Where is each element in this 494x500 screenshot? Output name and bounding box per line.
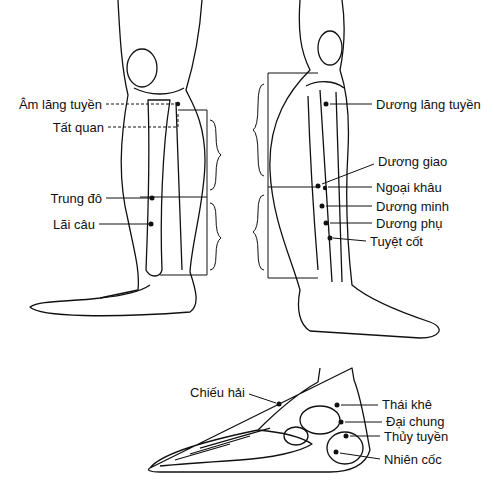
point-label: Dương phụ [375, 216, 443, 231]
point-label: Lãi câu [52, 217, 96, 232]
point-label: Thủy tuyền [383, 429, 449, 444]
point-label: Trung đô [49, 191, 103, 206]
point-label: Âm lăng tuyền [18, 97, 103, 112]
point-label: Tuyệt cốt [369, 234, 424, 249]
point-label: Dương lăng tuyền [375, 97, 482, 112]
point-label: Chiếu hải [189, 385, 246, 400]
point-label: Nhiên cốc [383, 452, 443, 467]
point-label: Đại chung [385, 414, 446, 429]
point-label: Dương minh [375, 199, 450, 214]
point-label: Ngoại khâu [375, 180, 443, 195]
point-label: Dương giao [377, 154, 448, 169]
point-label: Tất quan [52, 120, 105, 135]
point-label: Thái khê [381, 397, 433, 412]
